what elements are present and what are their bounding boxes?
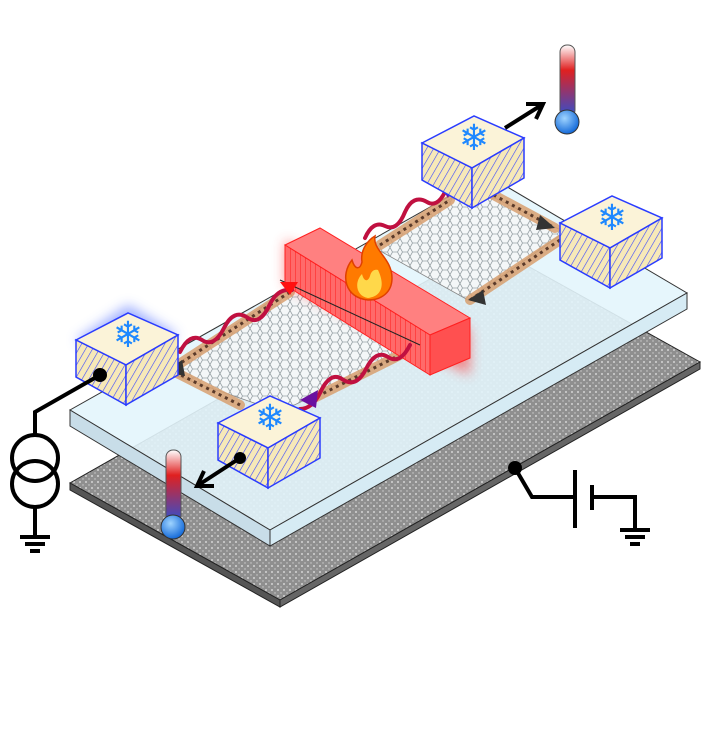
current-source-icon [10,373,101,535]
cold-block-shape [420,115,526,210]
cold-block-shape [74,305,180,407]
cold-block-top: ❄ [420,115,526,210]
contact-dot [93,368,107,382]
photon-waves [178,190,447,411]
wave-arrowhead [280,282,298,295]
probe-arrows [193,102,547,488]
snowflake-icon: ❄ [255,397,285,438]
cold-block-left: ❄ [74,305,180,407]
contact-dot [234,452,246,464]
contact-dot [508,461,522,475]
ground-icon [620,528,650,546]
wave-arrowhead [300,390,318,408]
snowflake-icon: ❄ [597,197,627,238]
snowflake-icon: ❄ [459,117,489,158]
thermometer-icon [554,44,580,135]
cold-block-shape [558,195,664,290]
cold-block-bottom: ❄ [216,395,322,490]
snowflake-icon: ❄ [113,314,143,355]
ground-icon [20,535,50,553]
thermometer-icon [160,449,186,540]
flame-icon [344,234,393,301]
battery-icon [513,466,637,528]
cold-block-right: ❄ [558,195,664,290]
